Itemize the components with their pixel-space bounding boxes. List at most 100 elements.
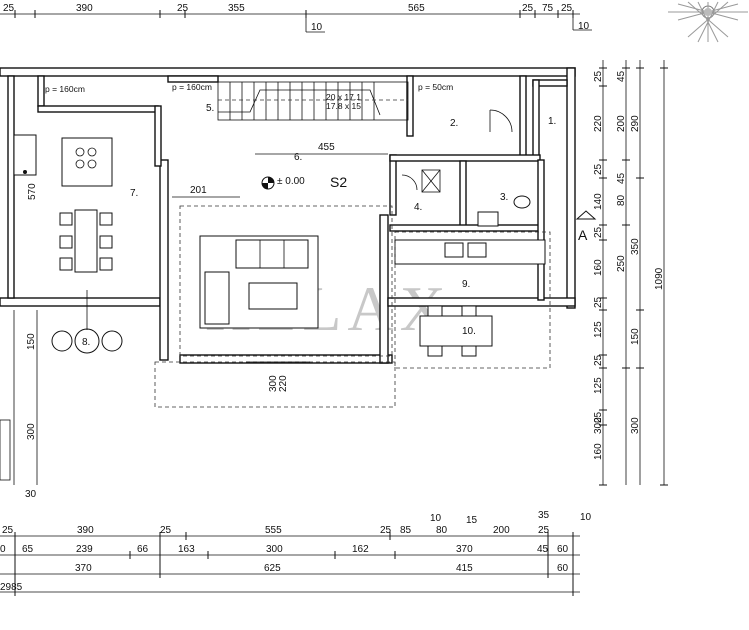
room-2: 2. — [450, 118, 458, 129]
dim-b1-4: 555 — [265, 525, 282, 536]
dim-r2-4: 80 — [616, 194, 627, 206]
dim-b1-1: 25 — [2, 525, 14, 536]
dim-b4-1: 2985 — [0, 582, 23, 593]
dim-top-5: 565 — [408, 3, 425, 14]
dim-r1-10: 125 — [593, 377, 604, 394]
dim-r1-12: 300 — [593, 417, 604, 434]
dim-b1-13: 10 — [580, 512, 592, 523]
dim-left-30: 30 — [25, 489, 37, 500]
dim-b3-1: 370 — [75, 563, 92, 574]
floor-label: S2 — [330, 174, 347, 190]
left-dimension-chain: 150 300 30 — [0, 310, 38, 500]
dim-r1-8: 125 — [593, 321, 604, 338]
staircase: 20 x 17.1 17.8 x 15 5. p = 160cm — [172, 81, 409, 121]
section-label: A — [578, 227, 588, 243]
level-label: ± 0.00 — [277, 176, 305, 187]
dim-r1-2: 220 — [593, 115, 604, 132]
dim-b3-2: 625 — [264, 563, 281, 574]
dim-b2-2: 65 — [22, 544, 34, 555]
dim-left-300: 300 — [26, 423, 37, 440]
dim-top-9: 10 — [311, 22, 323, 33]
dim-top-1: 25 — [3, 3, 15, 14]
dim-top-4: 355 — [228, 3, 245, 14]
dim-top-10: 10 — [578, 21, 590, 32]
room-8: 8. — [82, 337, 90, 348]
dim-r1-6: 160 — [593, 259, 604, 276]
dim-b1-8: 80 — [436, 525, 448, 536]
terrace-table: 8. — [51, 290, 123, 354]
dim-r1-5: 25 — [593, 226, 604, 238]
dim-b3-4: 60 — [557, 563, 569, 574]
dim-r3-1: 290 — [630, 115, 641, 132]
dim-b2-6: 300 — [266, 544, 283, 555]
bath-area: 2. 1. 3. 4. p = 50cm — [401, 82, 556, 227]
bottom-dimension-chain: 25 390 25 555 25 85 10 80 15 200 35 25 1… — [0, 510, 592, 596]
dim-b2-5: 163 — [178, 544, 195, 555]
dim-r1-9: 25 — [593, 354, 604, 366]
dim-r2-1: 45 — [616, 70, 627, 82]
right-dimension-chain: 25 220 25 140 25 160 25 125 25 125 25 30… — [593, 60, 668, 486]
parapet-left: p = 160cm — [45, 84, 85, 94]
dim-b1-3: 25 — [160, 525, 172, 536]
dim-b1-12: 25 — [538, 525, 550, 536]
dim-b2-3: 239 — [76, 544, 93, 555]
kitchen-right: 9. 10. — [394, 231, 551, 369]
dim-b2-10: 60 — [557, 544, 569, 555]
dim-r1-11: 25 — [593, 411, 604, 423]
exterior-walls — [0, 67, 576, 364]
level-marker-icon — [261, 176, 275, 190]
dim-b1-2: 390 — [77, 525, 94, 536]
top-dimension-chain: 25 390 25 355 565 25 75 25 10 10 — [0, 3, 592, 33]
dim-r2-5: 250 — [616, 255, 627, 272]
room-4: 4. — [414, 202, 422, 213]
dim-b2-9: 45 — [537, 544, 549, 555]
dim-b2-7: 162 — [352, 544, 369, 555]
dim-b1-6: 85 — [400, 525, 412, 536]
dim-b3-3: 415 — [456, 563, 473, 574]
room-9: 9. — [462, 279, 470, 290]
dim-220b: 220 — [278, 375, 289, 392]
dim-201: 201 — [190, 185, 207, 196]
dim-455: 455 — [318, 142, 335, 153]
stair-spec: 20 x 17.1 — [326, 92, 361, 102]
parapet-stair: p = 160cm — [172, 82, 212, 92]
dim-top-8: 25 — [561, 3, 573, 14]
dim-r1-4: 140 — [593, 193, 604, 210]
dim-top-7: 75 — [542, 3, 554, 14]
dim-b2-4: 66 — [137, 544, 149, 555]
dim-b1-7: 10 — [430, 513, 442, 524]
dim-top-2: 390 — [76, 3, 93, 14]
dim-b1-10: 200 — [493, 525, 510, 536]
dim-top-3: 25 — [177, 3, 189, 14]
dim-r1-7: 25 — [593, 296, 604, 308]
room-5: 5. — [206, 103, 214, 114]
dim-b1-11: 35 — [538, 510, 550, 521]
room-1: 1. — [548, 116, 556, 127]
dim-b2-8: 370 — [456, 544, 473, 555]
dim-r1-3: 25 — [593, 163, 604, 175]
dim-b1-5: 25 — [380, 525, 392, 536]
compass-icon — [668, 1, 748, 43]
living-room: 6. S2 ± 0.00 300 220 455 201 — [154, 142, 396, 408]
room-3: 3. — [500, 192, 508, 203]
room-10: 10. — [462, 326, 476, 337]
dim-b2-1: 0 — [0, 544, 6, 555]
room-7: 7. — [130, 188, 138, 199]
kitchen-dining: 7. p = 160cm 570 — [13, 84, 138, 273]
dim-top-6: 25 — [522, 3, 534, 14]
dim-r2-2: 200 — [616, 115, 627, 132]
dim-r2-6: 150 — [630, 328, 641, 345]
dim-r2-7: 300 — [630, 417, 641, 434]
dim-left-150: 150 — [26, 333, 37, 350]
dim-r1-1: 25 — [593, 70, 604, 82]
section-marker-icon: A — [575, 210, 597, 243]
parapet-right: p = 50cm — [418, 82, 453, 92]
dim-300: 300 — [268, 375, 279, 392]
interior-walls — [37, 75, 545, 301]
dim-r1-13: 160 — [593, 443, 604, 460]
dim-left-570: 570 — [27, 183, 38, 200]
room-6: 6. — [294, 152, 302, 163]
stair-spec-2: 17.8 x 15 — [326, 101, 361, 111]
dim-r2-3: 45 — [616, 172, 627, 184]
